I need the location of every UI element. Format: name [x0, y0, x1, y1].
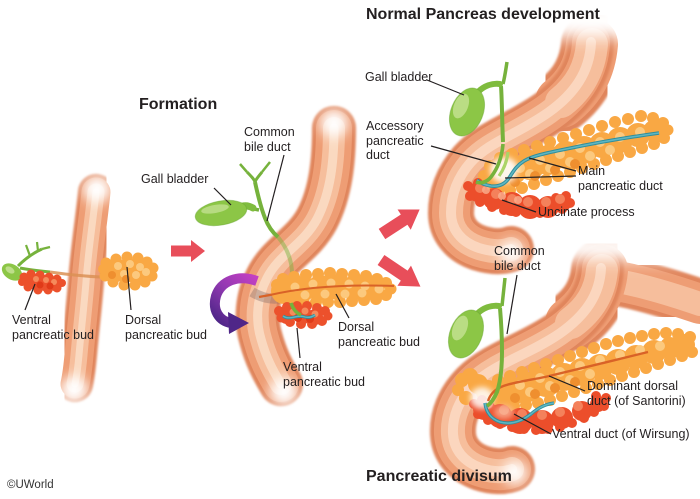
bile-duct-emerging: [289, 302, 302, 317]
ventral-duct-wirsung: [483, 401, 555, 425]
dominant-dorsal-duct: [486, 350, 649, 402]
label-common-bile-duct-divisum: Common bile duct: [494, 244, 545, 273]
gall-bladder: [1, 263, 23, 281]
pointer-lines: [426, 79, 577, 213]
formation-title: Formation: [139, 96, 218, 113]
label-accessory-duct: Accessory pancreatic duct: [366, 119, 424, 162]
gall-bladder: [194, 199, 257, 227]
pancreatic-divisum-title: Pancreatic divisum: [366, 468, 512, 485]
uworld-credit: ©UWorld: [7, 479, 54, 491]
duodenum-tube: [235, 106, 356, 406]
duodenum-tube: [57, 174, 114, 404]
pointer-lines: [24, 266, 132, 311]
stage-arrow-icon: [378, 209, 420, 240]
dorsal-pancreatic-bud: [271, 267, 397, 309]
ventral-pancreatic-bud: [274, 301, 333, 329]
duodenum-tube: [427, 2, 675, 275]
rotation-arrow-icon: [209, 273, 259, 334]
label-main-pancreatic-duct: Main pancreatic duct: [578, 164, 663, 193]
ventral-pancreatic-bud: [18, 269, 66, 295]
accessory-pancreatic-duct: [497, 151, 510, 177]
pointer-lines: [213, 154, 350, 359]
label-dorsal-bud-early: Dorsal pancreatic bud: [125, 313, 208, 342]
label-dorsal-bud-formation: Dorsal pancreatic bud: [338, 320, 421, 349]
biliary-tree: [239, 161, 280, 239]
gall-bladder: [447, 277, 507, 408]
pancreas: [476, 110, 674, 198]
common-bile-duct-lower: [475, 143, 505, 185]
label-ventral-bud-formation: Ventral pancreatic bud: [283, 360, 366, 389]
label-ventral-duct-wirsung: Ventral duct (of Wirsung): [552, 427, 690, 441]
ventral-duct-teal: [282, 313, 316, 320]
label-ventral-bud-early: Ventral pancreatic bud: [12, 313, 95, 342]
label-common-bile-duct-formation: Common bile duct: [244, 125, 295, 154]
formation-stage: [194, 106, 397, 406]
dorsal-duct-line-top: [269, 284, 395, 296]
stage-arrow-icon: [171, 240, 205, 262]
biliary-tree: [1, 241, 51, 281]
label-gall-bladder-formation: Gall bladder: [141, 172, 209, 186]
label-uncinate-process: Uncinate process: [538, 205, 635, 219]
label-dominant-dorsal-duct: Dominant dorsal duct (of Santorini): [587, 379, 686, 408]
pointer-lines: [506, 274, 586, 435]
normal-development-stage: [426, 2, 675, 275]
stage-arrow-icon: [377, 254, 421, 287]
label-gall-bladder-normal: Gall bladder: [365, 70, 433, 84]
main-pancreatic-duct: [475, 131, 660, 188]
pancreatic-divisum-stage: [429, 234, 700, 495]
dorsal-pancreatic-bud: [98, 251, 159, 291]
normal-development-title: Normal Pancreas development: [366, 6, 600, 23]
gall-bladder: [448, 61, 509, 143]
early-buds-stage: [1, 174, 159, 404]
